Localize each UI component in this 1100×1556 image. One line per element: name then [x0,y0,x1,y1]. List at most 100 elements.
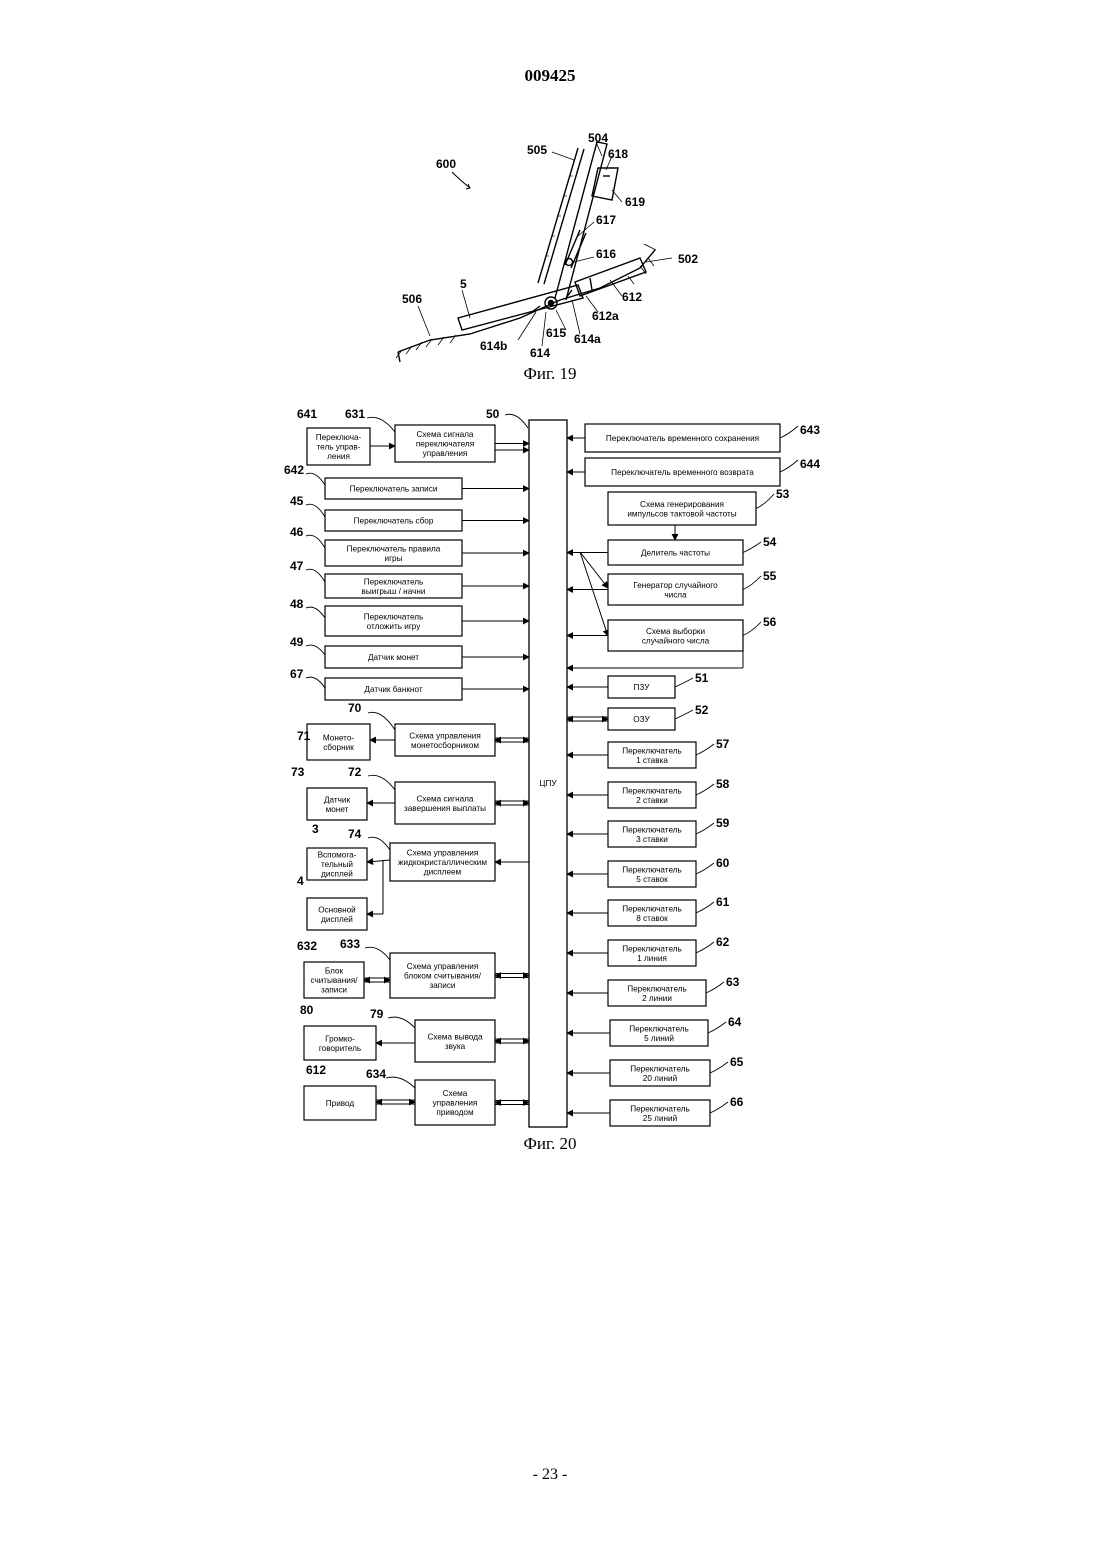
reference-number: 57 [716,737,730,751]
block-text: Переключатель [622,865,682,874]
block-text: 5 ставок [636,875,668,884]
block-text: Схема сигнала [417,430,474,439]
right-block-51: ПЗУ [608,676,675,698]
block-text: Схема сигнала [417,794,474,803]
right-block-64: Переключатель5 линий [610,1020,708,1046]
reference-number: 63 [726,975,740,989]
peripheral-block-80: Громко-говоритель [304,1026,376,1060]
right-block-52: ОЗУ [608,708,675,730]
figure-20-block-diagram: ЦПУ50Схема сигналапереключателяуправлени… [0,0,1100,1160]
right-block-60: Переключатель5 ставок [608,861,696,887]
peripheral-block-71: Монето-сборник [307,724,370,760]
reference-leader [708,1022,726,1033]
block-text: записи [430,981,456,990]
block-text: управления [433,1099,478,1108]
reference-number: 53 [776,487,790,501]
peripheral-block-612: Привод [304,1086,376,1120]
reference-leader [505,414,528,428]
block-text: Блок [325,967,344,976]
block-text: Громко- [325,1034,355,1043]
reference-number: 71 [297,729,311,743]
reference-number: 632 [297,939,317,953]
block-text: импульсов тактовой частоты [627,509,736,518]
reference-leader [696,744,714,755]
block-text: переключателя [416,440,474,449]
reference-number: 631 [345,407,365,421]
left-block-46: Переключатель правилаигры [325,540,462,566]
left-block-74: Схема управленияжидкокристаллическимдисп… [390,843,495,881]
signal-arrow [580,552,608,588]
right-block-61: Переключатель8 ставок [608,900,696,926]
right-block-56: Схема выборкислучайного числа [608,620,743,651]
block-text: сборник [323,743,354,752]
right-block-57: Переключатель1 ставка [608,742,696,768]
reference-number: 64 [728,1015,742,1029]
block-text: Привод [326,1099,355,1108]
reference-leader [696,942,714,953]
block-text: завершения выплаты [404,804,486,813]
reference-number: 48 [290,597,304,611]
reference-number: 65 [730,1055,744,1069]
left-block-631: Схема сигналапереключателяуправления [395,425,495,462]
block-text: Переключатель [629,1024,689,1033]
block-text: Переключатель [630,1104,690,1113]
block-text: Переключатель [622,746,682,755]
block-text: Датчик банкнот [364,685,422,694]
reference-leader [306,473,325,485]
reference-leader [365,947,390,960]
block-text: Переключатель [630,1064,690,1073]
reference-number: 634 [366,1067,386,1081]
reference-number: 644 [800,457,820,471]
block-text: монет [326,805,349,814]
reference-number: 45 [290,494,304,508]
peripheral-block-632: Блоксчитывания/записи [304,962,364,998]
block-text: тель управ- [317,443,361,452]
block-text: Переключатель [364,577,424,586]
reference-number: 61 [716,895,730,909]
block-text: Переключа- [316,433,362,442]
reference-number: 58 [716,777,730,791]
block-text: звука [445,1042,466,1051]
left-block-642: Переключатель записи [325,478,462,499]
left-block-634: Схемауправленияприводом [415,1080,495,1125]
right-block-62: Переключатель1 линия [608,940,696,966]
block-text: приводом [436,1108,474,1117]
reference-leader [756,494,774,509]
reference-leader [388,1017,415,1028]
right-block-58: Переключатель2 ставки [608,782,696,808]
reference-leader [367,417,395,432]
reference-leader [780,460,798,472]
reference-number: 80 [300,1003,314,1017]
block-text: Схема управления [407,849,479,858]
block-text: дисплей [321,915,353,924]
reference-number: 56 [763,615,777,629]
reference-number: 59 [716,816,730,830]
left-block-47: Переключательвыигрыш / начни [325,574,462,598]
block-text: Переключатель правила [347,544,441,553]
right-block-63: Переключатель2 линии [608,980,706,1006]
block-text: Основной [318,905,356,914]
block-text: Монето- [323,733,354,742]
block-text: Схема [443,1089,468,1098]
left-block-48: Переключательотложить игру [325,606,462,636]
block-text: дисплей [321,870,353,879]
left-block-67: Датчик банкнот [325,678,462,700]
block-text: 3 ставки [636,835,668,844]
reference-leader [710,1062,728,1073]
reference-number: 643 [800,423,820,437]
reference-number: 642 [284,463,304,477]
block-text: выигрыш / начни [362,587,426,596]
reference-number: 50 [486,407,500,421]
reference-leader [306,677,325,688]
reference-leader [743,542,761,553]
reference-number: 52 [695,703,709,717]
left-block-45: Переключатель сбор [325,510,462,531]
reference-number: 62 [716,935,730,949]
cpu-label: ЦПУ [539,779,557,788]
reference-number: 49 [290,635,304,649]
block-text: Переключатель сбор [354,517,434,526]
left-block-79: Схема выводазвука [415,1020,495,1062]
reference-leader [696,784,714,795]
block-text: Переключатель [622,825,682,834]
page-number: - 23 - [0,1466,1100,1484]
